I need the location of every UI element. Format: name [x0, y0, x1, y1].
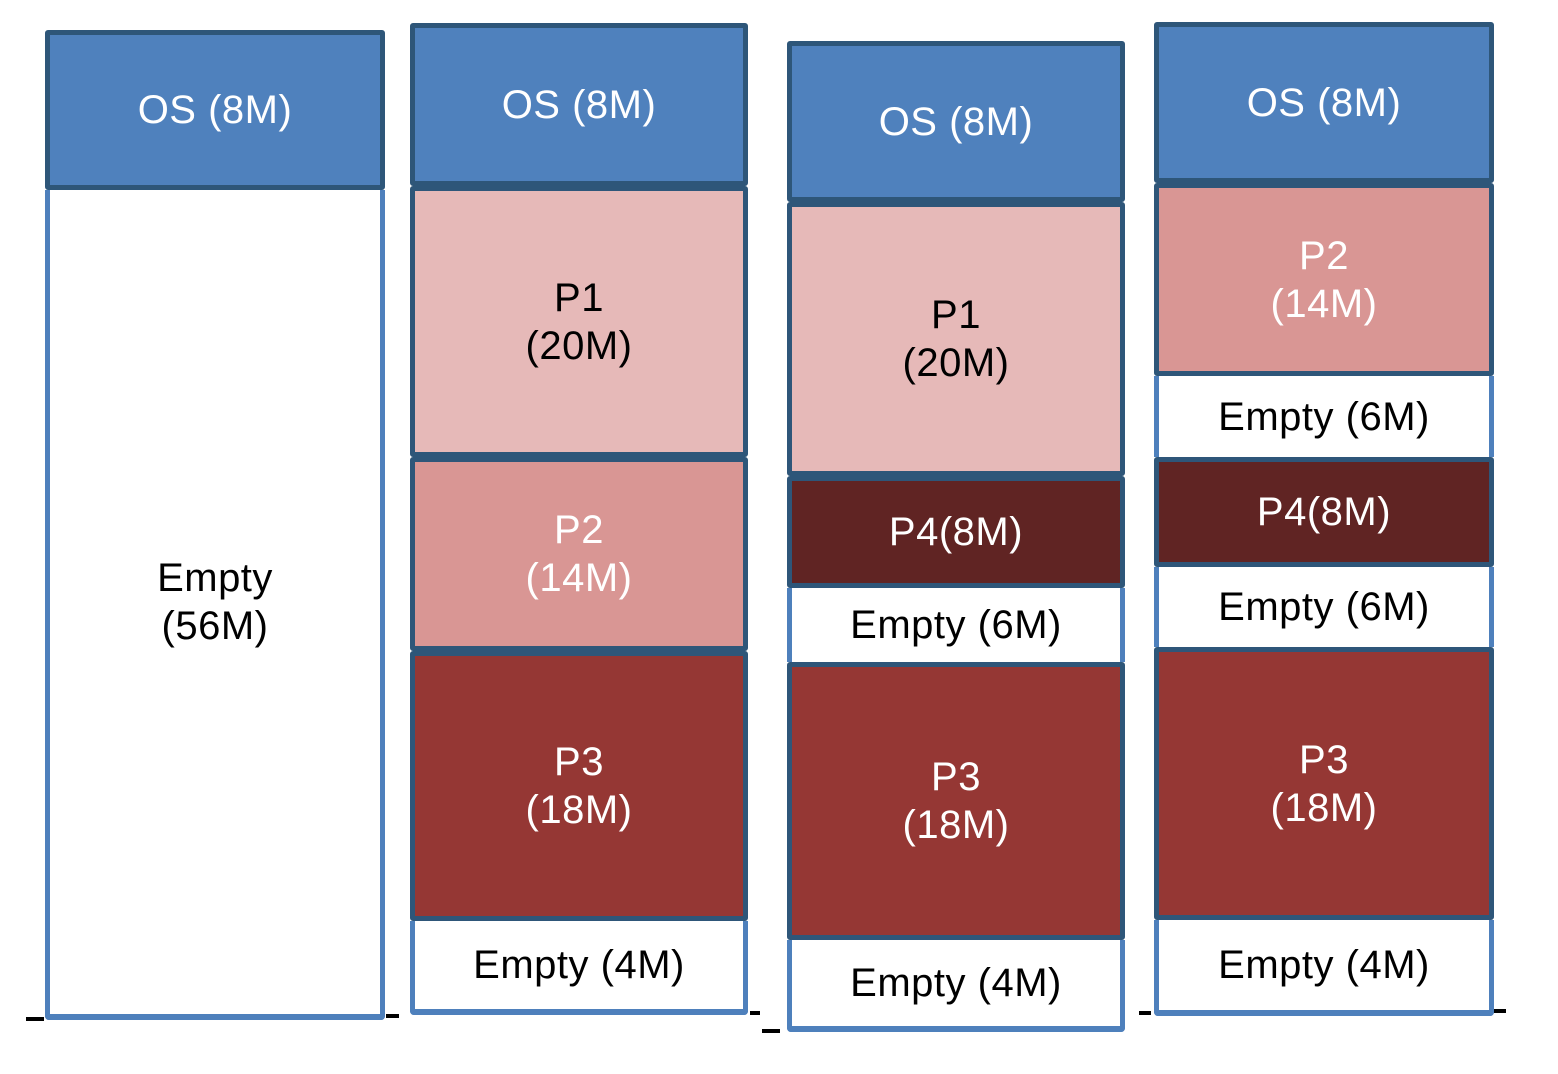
memory-state-4-segment-p3: P3 (18M): [1154, 647, 1494, 920]
baseline-tick-2: [386, 1014, 399, 1018]
memory-state-3-segment-empty-6m: Empty (6M): [787, 588, 1125, 662]
segment-label: Empty (6M): [1218, 585, 1430, 629]
memory-state-4-segment-empty-4m: Empty (4M): [1154, 920, 1494, 1016]
segment-label: Empty (4M): [1218, 943, 1430, 987]
memory-state-3-segment-os: OS (8M): [787, 41, 1125, 202]
baseline-tick-1: [26, 1017, 44, 1021]
segment-label: P3 (18M): [902, 755, 1010, 847]
baseline-tick-5: [1139, 1011, 1151, 1015]
segment-label: Empty (56M): [157, 556, 273, 648]
segment-label: P2 (14M): [525, 508, 633, 600]
segment-label: P3 (18M): [525, 740, 633, 832]
segment-label: P4(8M): [1256, 490, 1392, 534]
segment-label: Empty (6M): [1218, 394, 1430, 439]
segment-label: OS (8M): [1246, 80, 1402, 125]
segment-label: Empty (4M): [473, 943, 685, 987]
memory-state-2-segment-empty-4m: Empty (4M): [410, 921, 748, 1015]
memory-state-1: OS (8M) Empty (56M): [45, 30, 385, 1020]
memory-state-3-segment-empty-4m: Empty (4M): [787, 940, 1125, 1032]
memory-state-4-segment-empty-6m-upper: Empty (6M): [1154, 376, 1494, 457]
segment-label: P4(8M): [888, 510, 1024, 554]
baseline-tick-3: [750, 1011, 760, 1015]
segment-label: P2 (14M): [1270, 233, 1378, 326]
memory-state-2-segment-p1: P1 (20M): [410, 186, 748, 457]
memory-state-3-segment-p4: P4(8M): [787, 476, 1125, 588]
memory-state-4-segment-p2: P2 (14M): [1154, 183, 1494, 376]
segment-label: P1 (20M): [525, 275, 633, 368]
memory-state-4-segment-empty-6m-lower: Empty (6M): [1154, 567, 1494, 647]
baseline-tick-6: [1494, 1009, 1506, 1013]
memory-state-4-segment-p4: P4(8M): [1154, 457, 1494, 567]
memory-state-1-segment-empty-56m: Empty (56M): [45, 190, 385, 1020]
memory-state-4-segment-os: OS (8M): [1154, 22, 1494, 183]
segment-label: Empty (6M): [850, 603, 1062, 647]
memory-state-2: OS (8M) P1 (20M) P2 (14M) P3 (18M) Empty (4M…: [410, 23, 748, 1015]
memory-state-2-segment-p3: P3 (18M): [410, 651, 748, 921]
memory-state-3: OS (8M) P1 (20M) P4(8M) Empty (6M) P3 (18M) E…: [787, 41, 1125, 1032]
segment-label: P1 (20M): [902, 293, 1010, 385]
segment-label: P3 (18M): [1270, 737, 1378, 830]
segment-label: Empty (4M): [850, 961, 1062, 1005]
memory-state-3-segment-p1: P1 (20M): [787, 202, 1125, 476]
segment-label: OS (8M): [501, 82, 657, 127]
segment-label: OS (8M): [878, 99, 1034, 144]
segment-label: OS (8M): [137, 88, 293, 132]
memory-state-2-segment-p2: P2 (14M): [410, 457, 748, 651]
baseline-tick-4: [762, 1029, 780, 1033]
memory-state-3-segment-p3: P3 (18M): [787, 662, 1125, 940]
memory-state-2-segment-os: OS (8M): [410, 23, 748, 186]
memory-state-4: OS (8M) P2 (14M) Empty (6M) P4(8M) Empty (6M…: [1154, 22, 1494, 1016]
memory-state-1-segment-os: OS (8M): [45, 30, 385, 190]
